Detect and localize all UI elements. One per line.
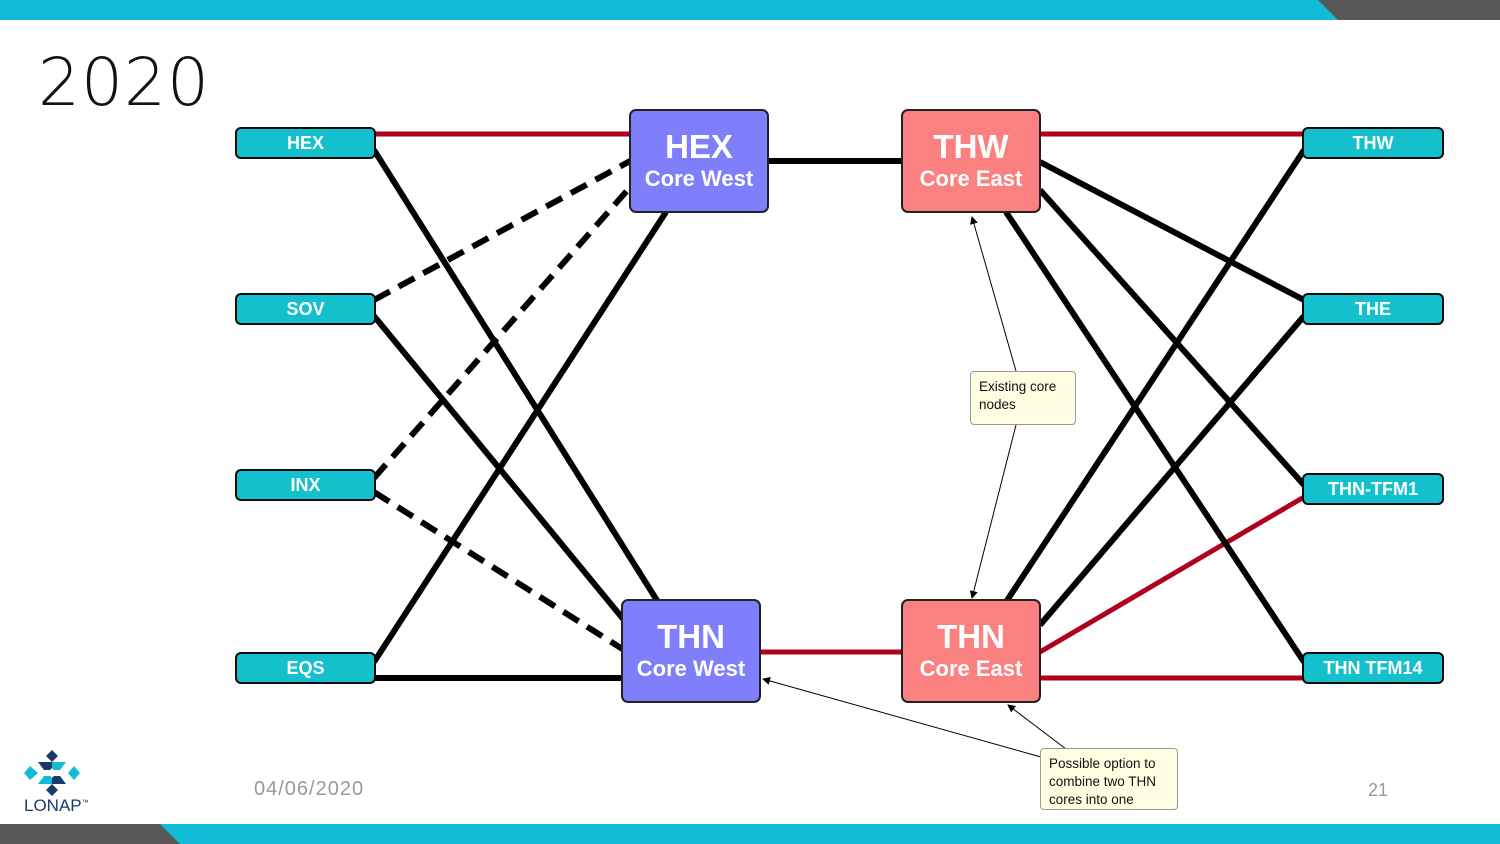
- core-thw-east: THW Core East: [901, 109, 1041, 213]
- link-inx-thnwest-dashed: [372, 489, 626, 653]
- link-sov-hexwest-dashed: [372, 157, 634, 303]
- core-thn-west: THN Core West: [621, 599, 761, 703]
- note-combine-thn: Possible option to combine two THN cores…: [1040, 748, 1178, 810]
- arrow-existing-to-thweast: [970, 216, 1017, 372]
- link-thneast-thw: [1003, 148, 1307, 604]
- site-hex: HEX: [235, 127, 376, 159]
- core-thn-west-sub: Core West: [636, 656, 746, 681]
- core-hex-west: HEX Core West: [629, 109, 769, 213]
- link-thneast-the: [1037, 314, 1307, 627]
- arrow-option-to-thnwest: [762, 677, 1042, 758]
- lonap-logo-text: LONAP™: [24, 796, 89, 816]
- lonap-logo: [22, 748, 90, 818]
- core-hex-west-sub: Core West: [644, 166, 754, 191]
- core-thn-west-name: THN: [657, 618, 725, 655]
- core-thn-east-sub: Core East: [919, 656, 1023, 681]
- core-thw-east-sub: Core East: [919, 166, 1023, 191]
- site-sov: SOV: [235, 293, 376, 325]
- page-number: 21: [1368, 780, 1389, 800]
- site-eqs: EQS: [235, 652, 376, 684]
- site-thn-tfm14: THN TFM14: [1302, 652, 1444, 684]
- core-thw-east-name: THW: [933, 128, 1009, 165]
- note-existing-core-nodes: Existing core nodes: [970, 371, 1076, 425]
- lonap-logo-tm: ™: [81, 799, 89, 807]
- lonap-logo-label: LONAP: [24, 796, 82, 815]
- link-inx-hexwest-dashed: [371, 183, 635, 480]
- top-accent-bar: [0, 0, 1500, 20]
- link-thweast-tfm14: [1003, 210, 1307, 664]
- core-thn-east-name: THN: [937, 618, 1005, 655]
- top-accent-bar-grey: [1318, 0, 1500, 20]
- slide-title: 2020: [38, 44, 210, 121]
- site-thn-tfm1: THN-TFM1: [1302, 473, 1444, 505]
- footer-date: 04/06/2020: [254, 778, 365, 800]
- link-thweast-the: [1038, 159, 1306, 303]
- site-inx: INX: [235, 469, 376, 501]
- link-hex-thnwest: [371, 148, 661, 604]
- arrow-existing-to-thneast: [969, 424, 1017, 599]
- bottom-accent-bar: [0, 824, 1500, 844]
- link-thneast-tfm1: [1038, 494, 1306, 655]
- bottom-accent-bar-grey: [0, 824, 180, 844]
- core-hex-west-name: HEX: [665, 128, 733, 165]
- arrow-option-to-thneast: [1007, 704, 1067, 750]
- lonap-logo-mark: [24, 750, 80, 796]
- core-thn-east: THN Core East: [901, 599, 1041, 703]
- site-the: THE: [1302, 293, 1444, 325]
- link-eqs-hexwest: [371, 210, 669, 664]
- site-thw: THW: [1302, 127, 1444, 159]
- link-thweast-tfm1: [1037, 187, 1307, 488]
